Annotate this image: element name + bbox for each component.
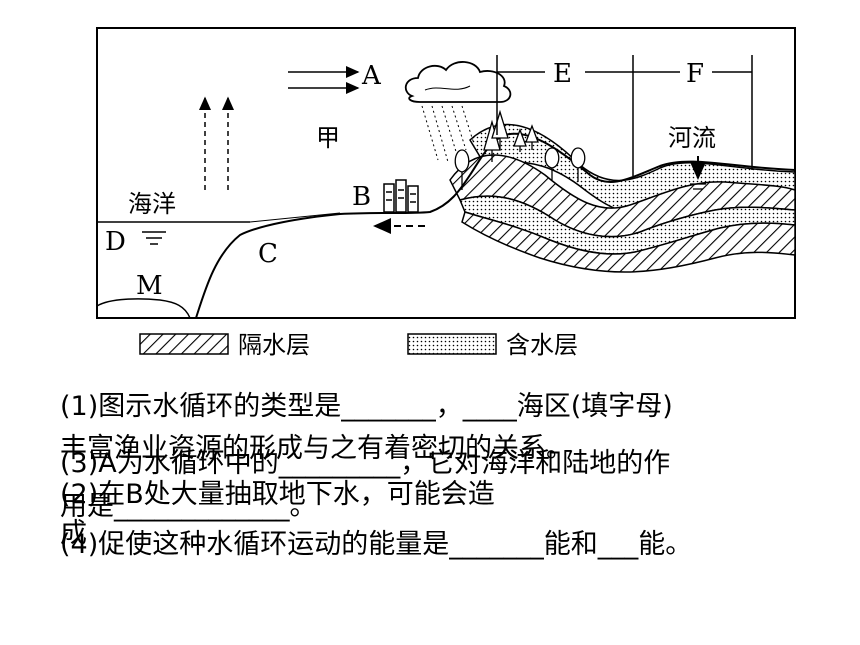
cloud-detail — [424, 85, 471, 91]
label-F: F — [686, 59, 704, 89]
label-E: E — [553, 59, 572, 89]
label-A: A — [361, 61, 382, 91]
coast-line — [249, 212, 341, 223]
question-2-continued: 成 — [60, 518, 87, 549]
label-river: 河流 — [668, 124, 716, 152]
question-1-continued: 丰富渔业资源的形成与之有着密切的关系。 — [60, 433, 573, 464]
label-jia: 甲 — [316, 124, 340, 152]
water-cycle-diagram: A B C D E F M 甲 海洋 河流 隔水层 含水层 — [96, 27, 796, 359]
region-markers — [496, 55, 753, 176]
label-B: B — [352, 182, 371, 212]
seafloor-mound-M — [96, 298, 191, 319]
label-M: M — [136, 271, 163, 301]
question-3: (3)A为水循环中的_________，它对海洋和陆地的作 — [60, 448, 671, 479]
rain-icon — [421, 105, 475, 163]
question-3-continued: 用是_____________。 — [60, 491, 317, 522]
land-surface — [195, 132, 796, 319]
legend-hatch-swatch — [139, 333, 229, 355]
buildings-icon — [383, 179, 419, 213]
legend-dots-swatch — [407, 333, 497, 355]
question-2: (2)在B处大量抽取地下水，可能会造 — [60, 479, 495, 510]
question-4: (4)促使这种水循环运动的能量是_______能和___能。 — [60, 529, 693, 560]
legend-dots-label: 含水层 — [506, 331, 578, 359]
water-level-mark — [142, 231, 166, 245]
label-ocean: 海洋 — [128, 190, 176, 218]
question-1: (1)图示水循环的类型是_______，____海区(填字母) — [60, 391, 673, 422]
cloud-icon — [404, 61, 512, 103]
label-C: C — [258, 239, 278, 269]
river-water-mark — [690, 183, 706, 190]
aquiclude-lower — [461, 211, 796, 273]
tree-icons — [454, 109, 586, 190]
label-D: D — [105, 227, 126, 257]
legend-hatch-label: 隔水层 — [238, 331, 310, 359]
